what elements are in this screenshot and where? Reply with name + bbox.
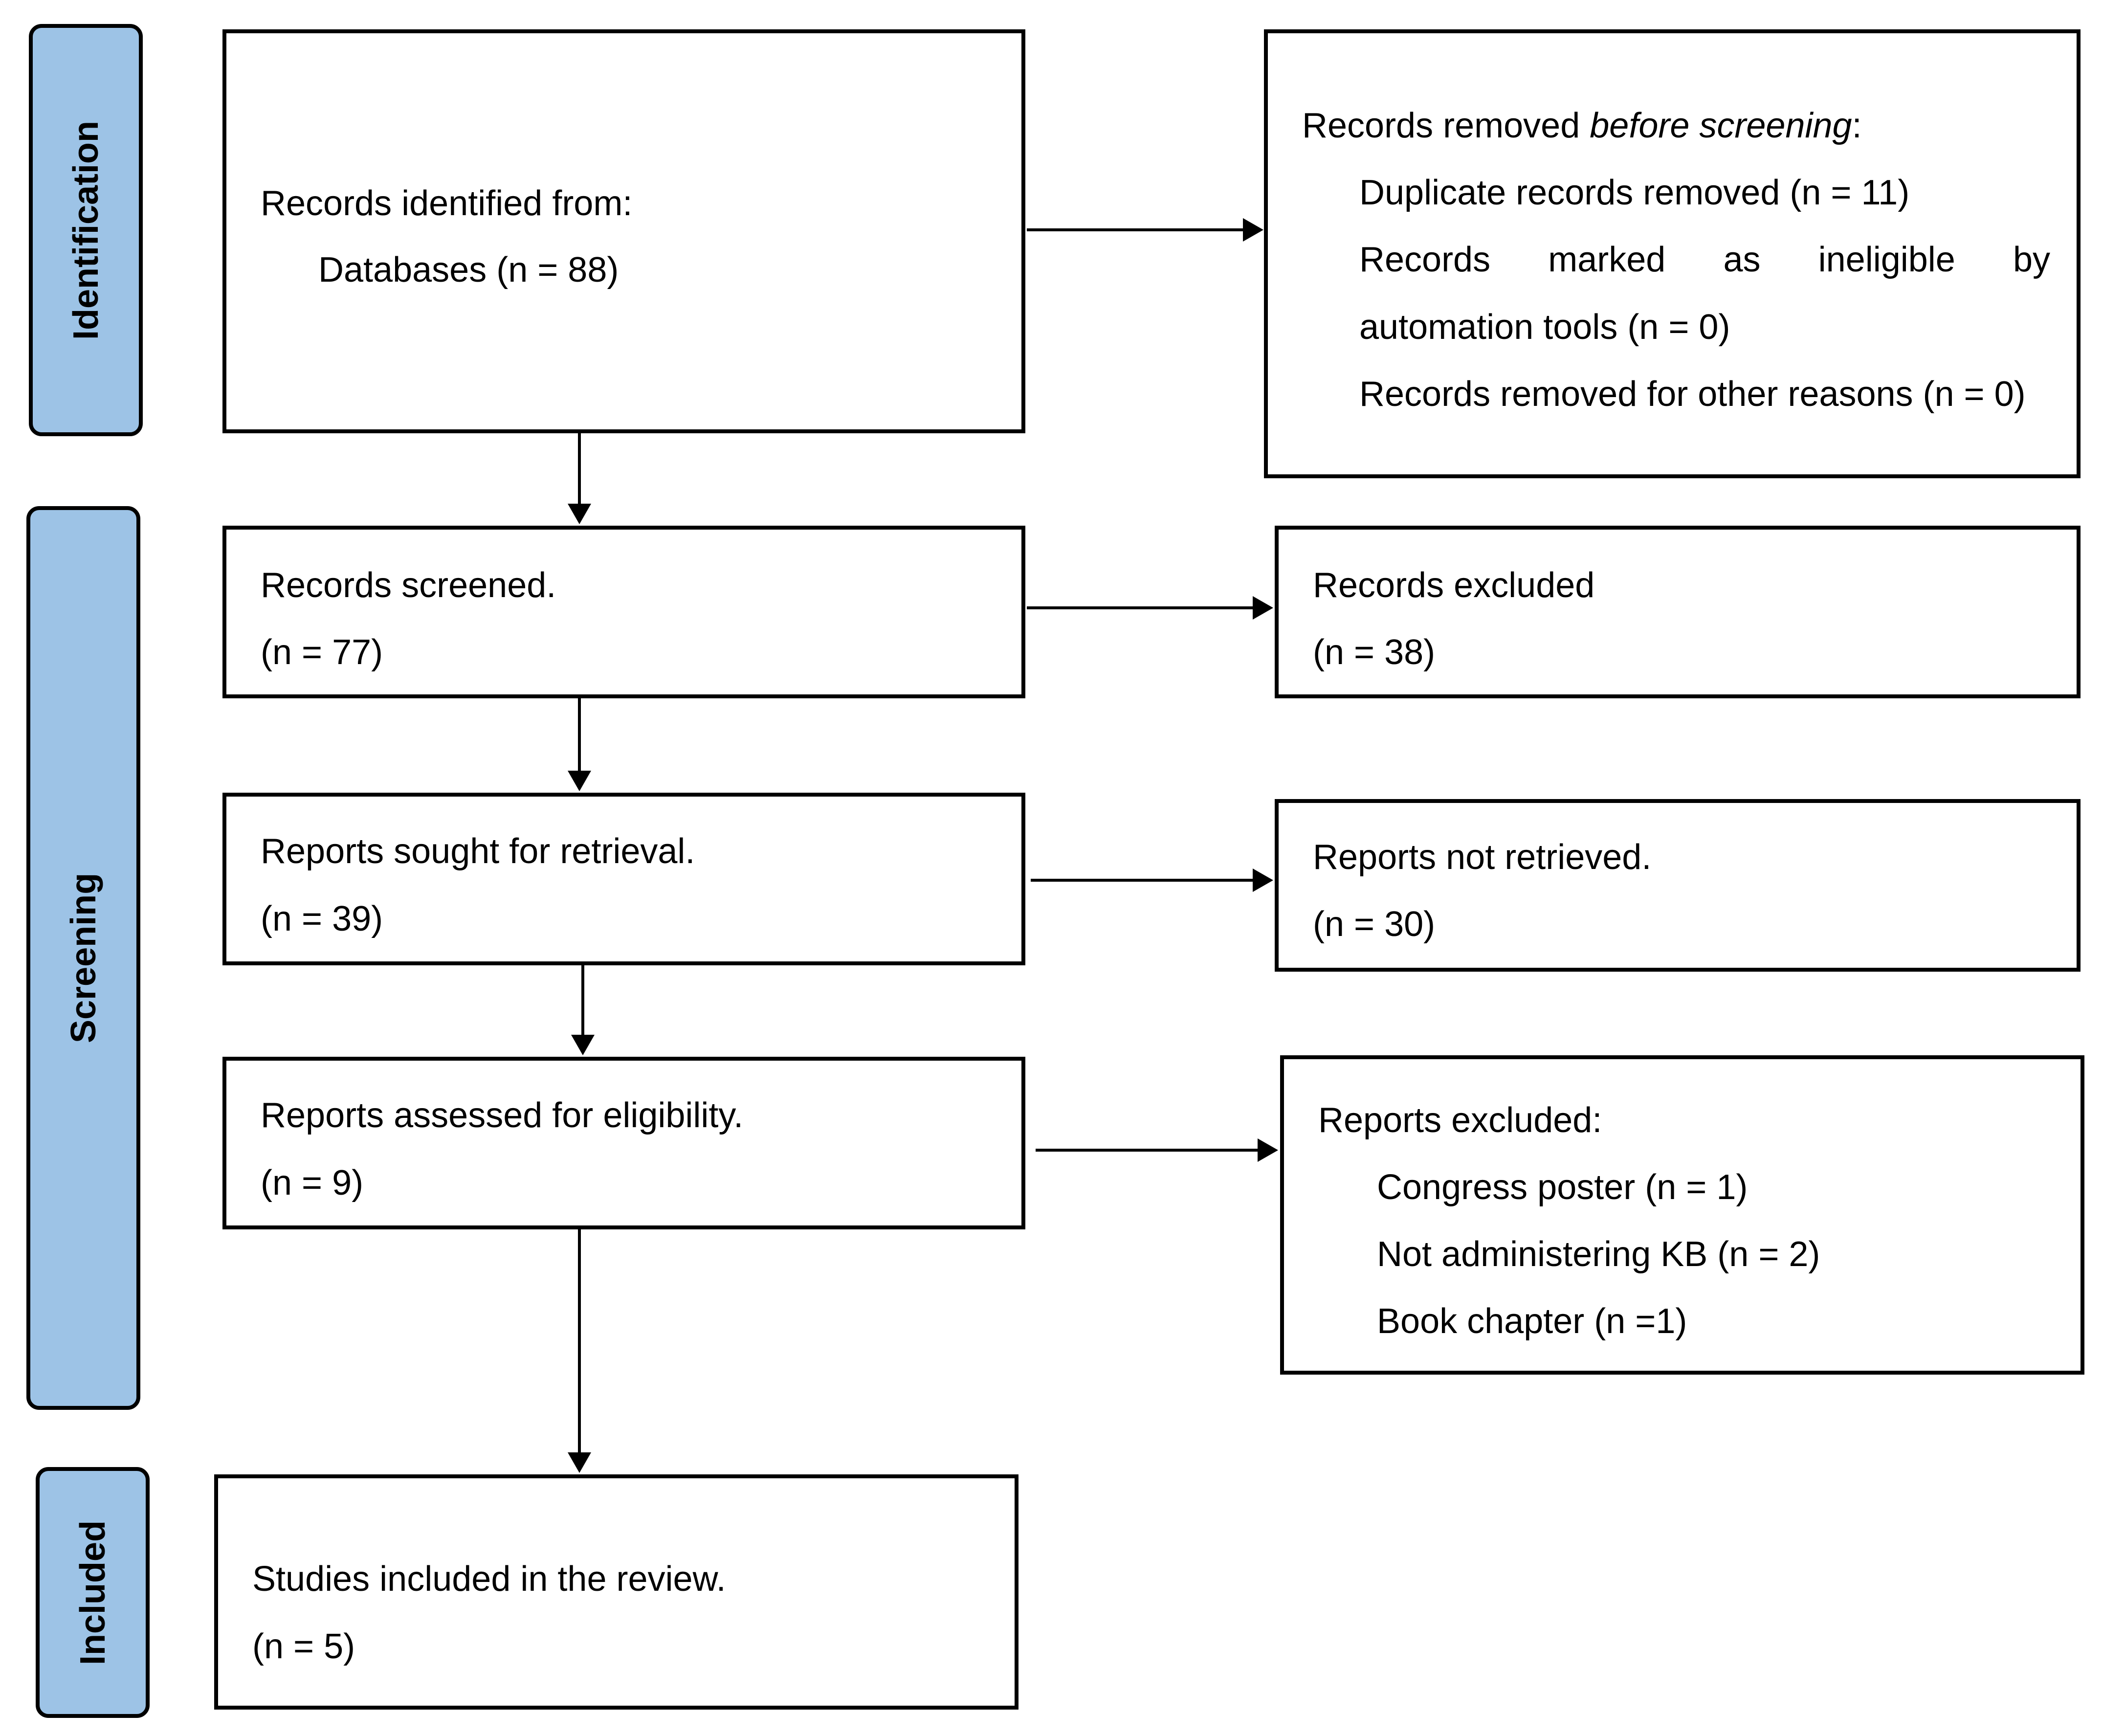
records-removed-heading-suffix: : xyxy=(1852,106,1862,145)
reports-excluded-box: Reports excluded: Congress poster (n = 1… xyxy=(1280,1055,2084,1375)
records-removed-heading-prefix: Records removed xyxy=(1302,106,1590,145)
reports-excluded-heading: Reports excluded: xyxy=(1318,1101,1602,1140)
reports-assessed-box: Reports assessed for eligibility. (n = 9… xyxy=(222,1057,1025,1229)
databases-count: Databases (n = 88) xyxy=(318,250,619,289)
studies-included-box: Studies included in the review. (n = 5) xyxy=(214,1474,1018,1710)
reports-sought-box: Reports sought for retrieval. (n = 39) xyxy=(222,793,1025,965)
automation-tools-count: automation tools (n = 0) xyxy=(1359,308,1730,347)
reports-not-retrieved-label: Reports not retrieved. xyxy=(1313,838,1652,877)
ineligible-word: marked xyxy=(1548,240,1666,279)
other-reasons-removed: Records removed for other reasons (n = 0… xyxy=(1359,375,2026,414)
ineligible-word: Records xyxy=(1359,240,1491,279)
reports-assessed-count: (n = 9) xyxy=(261,1163,364,1202)
ineligible-word: by xyxy=(2013,240,2050,279)
records-screened-count: (n = 77) xyxy=(261,633,383,672)
records-identified-heading: Records identified from: xyxy=(261,184,633,223)
records-screened-box: Records screened. (n = 77) xyxy=(222,526,1025,698)
records-removed-heading-emphasis: before screening xyxy=(1590,106,1852,145)
reports-excluded-item: Book chapter (n =1) xyxy=(1377,1302,1687,1341)
records-removed-heading: Records removed before screening: xyxy=(1302,108,1862,143)
records-excluded-box: Records excluded (n = 38) xyxy=(1275,526,2081,698)
records-excluded-label: Records excluded xyxy=(1313,566,1595,605)
reports-sought-count: (n = 39) xyxy=(261,899,383,938)
reports-assessed-label: Reports assessed for eligibility. xyxy=(261,1096,744,1135)
studies-included-count: (n = 5) xyxy=(252,1627,355,1666)
duplicates-removed: Duplicate records removed (n = 11) xyxy=(1359,173,1910,212)
reports-excluded-item: Not administering KB (n = 2) xyxy=(1377,1235,1820,1274)
phase-screening: Screening xyxy=(26,506,140,1410)
phase-identification: Identification xyxy=(29,24,143,436)
reports-not-retrieved-box: Reports not retrieved. (n = 30) xyxy=(1275,799,2081,972)
ineligible-word: ineligible xyxy=(1818,240,1955,279)
studies-included-label: Studies included in the review. xyxy=(252,1559,726,1599)
reports-sought-label: Reports sought for retrieval. xyxy=(261,832,695,871)
records-excluded-count: (n = 38) xyxy=(1313,633,1436,672)
records-screened-label: Records screened. xyxy=(261,566,556,605)
reports-excluded-item: Congress poster (n = 1) xyxy=(1377,1168,1748,1207)
records-identified-box: Records identified from: Databases (n = … xyxy=(222,29,1025,433)
phase-included: Included xyxy=(36,1467,150,1718)
records-removed-box: Records removed before screening: Duplic… xyxy=(1264,29,2081,478)
reports-not-retrieved-count: (n = 30) xyxy=(1313,905,1436,944)
ineligible-word: as xyxy=(1723,240,1761,279)
ineligible-automation-line: Records marked as ineligible by xyxy=(1359,242,2050,277)
